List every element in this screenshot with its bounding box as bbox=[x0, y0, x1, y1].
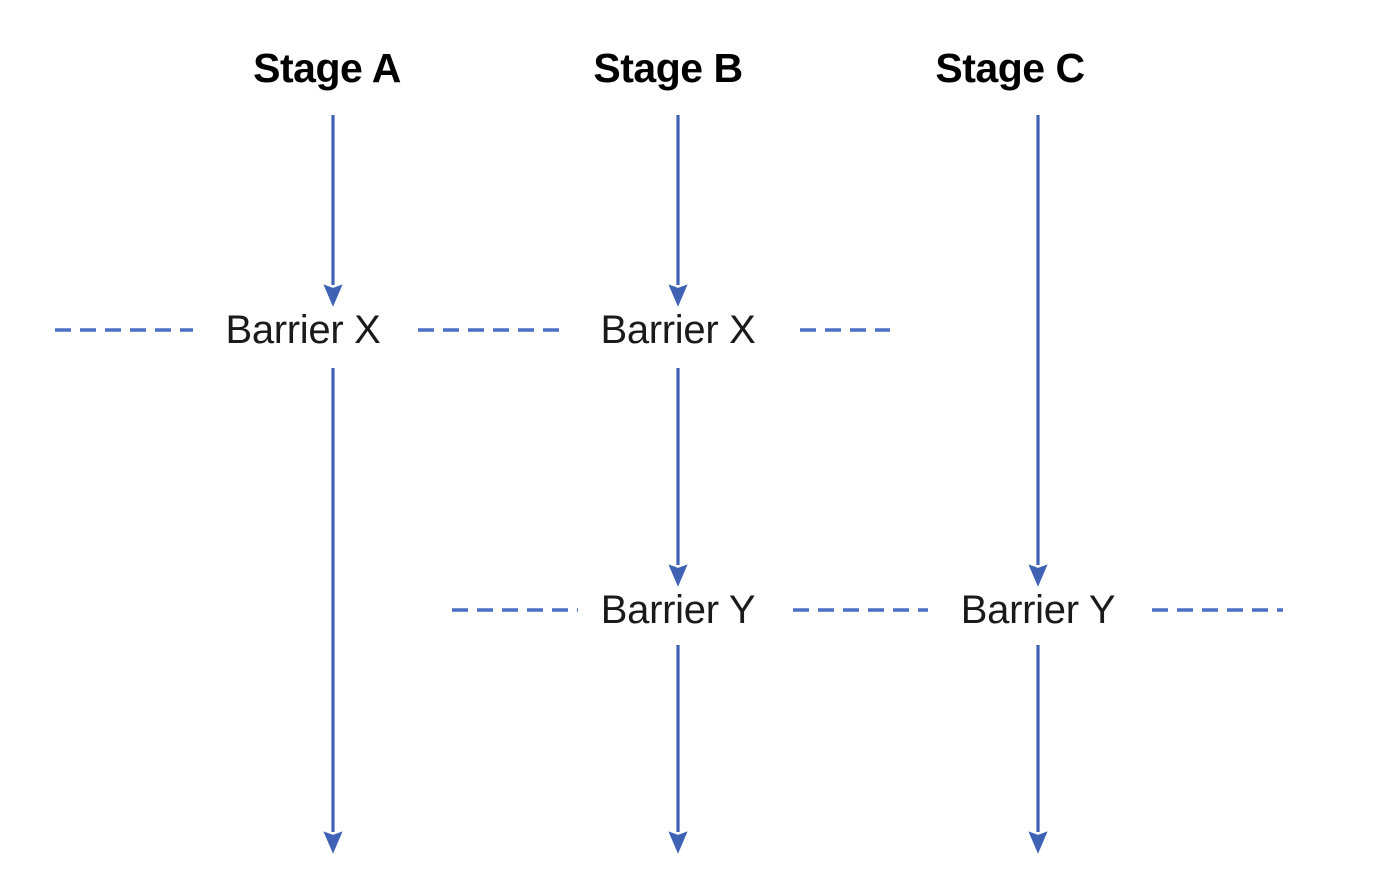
stage-heading-stage-a: Stage A bbox=[253, 45, 401, 91]
dashed-connectors-group bbox=[55, 328, 1283, 612]
barrier-node-barrier-x-row-stage-a: Barrier X bbox=[215, 310, 391, 350]
stage-heading-stage-c: Stage C bbox=[935, 45, 1085, 91]
barrier-node-barrier-y-row-stage-b: Barrier Y bbox=[590, 590, 766, 630]
stage-heading-stage-b: Stage B bbox=[593, 45, 743, 91]
barrier-node-barrier-x-row-stage-b: Barrier X bbox=[590, 310, 766, 350]
barrier-node-barrier-y-row-stage-c: Barrier Y bbox=[950, 590, 1126, 630]
arrows-group bbox=[323, 115, 1048, 854]
